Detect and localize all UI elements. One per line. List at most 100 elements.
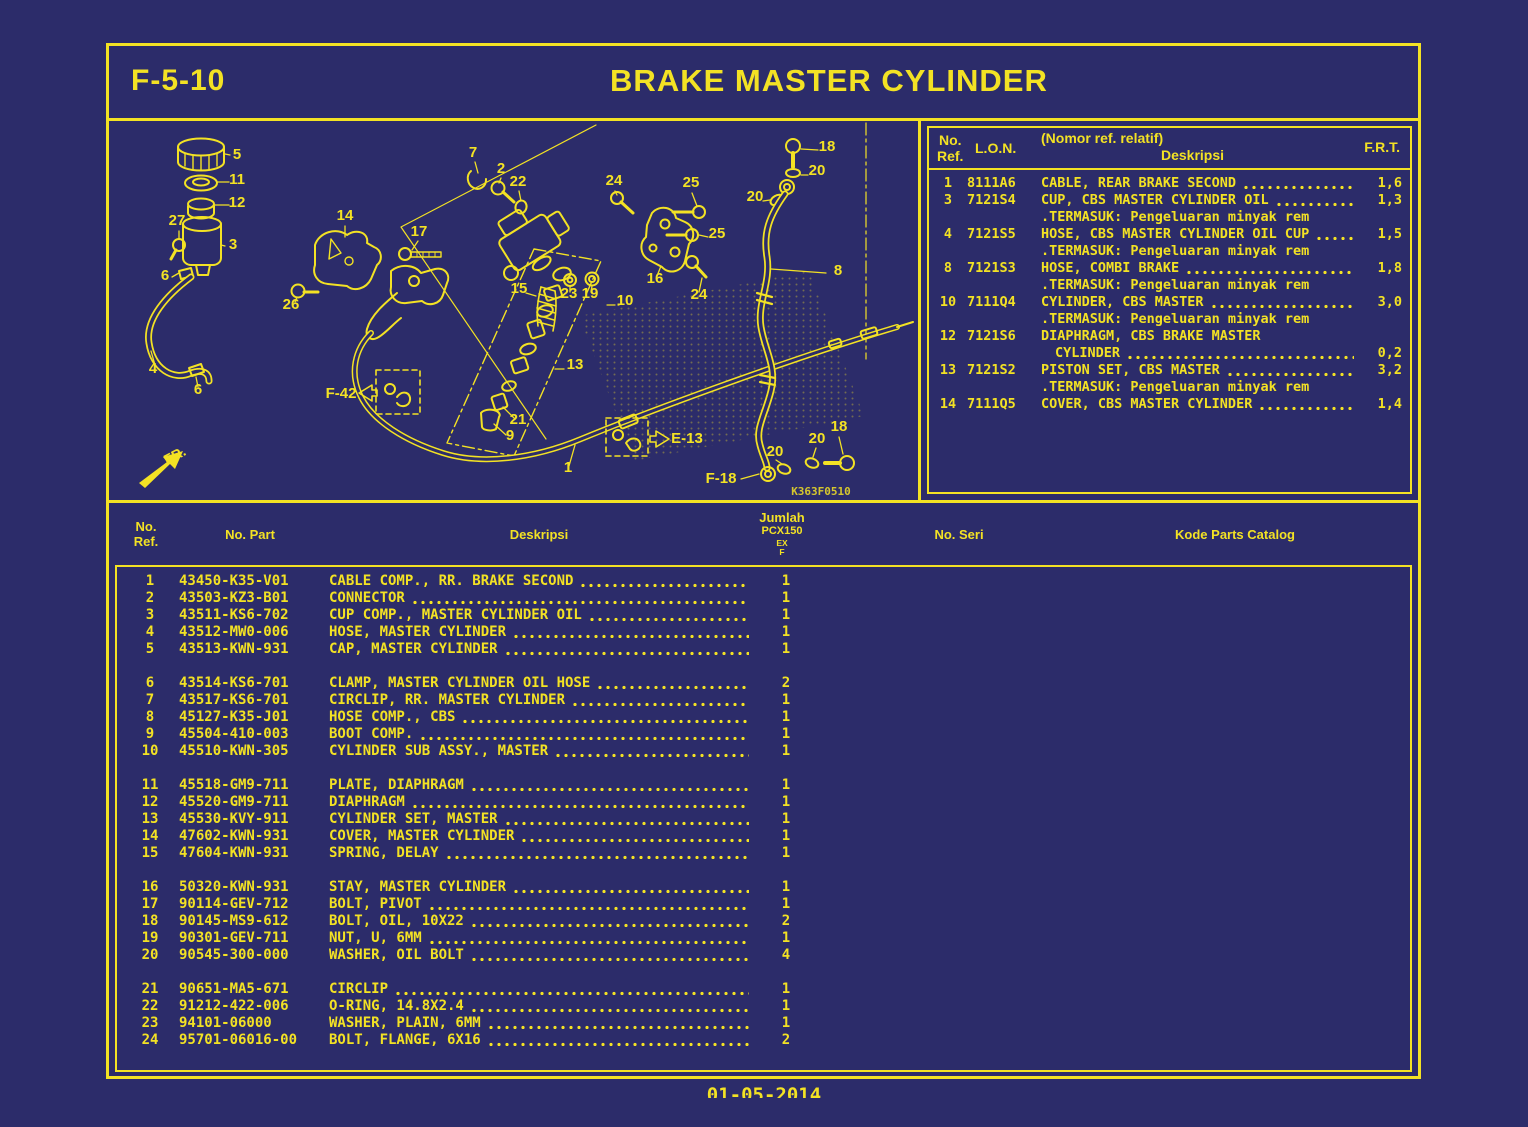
dot-leader — [444, 854, 749, 859]
desc-text: CIRCLIP — [329, 981, 389, 997]
kode-parts — [1111, 811, 1367, 828]
ref-table-row: 4 7121S5 HOSE, CBS MASTER CYLINDER OIL CUP… — [929, 226, 1402, 243]
diagram-callout-23: 23 — [561, 285, 578, 302]
quantity: 1 — [781, 726, 791, 742]
desc-cell: BOLT, FLANGE, 6X16 — [329, 1032, 757, 1049]
diagram-callout-18: 18 — [831, 418, 848, 435]
parts-header-deskripsi: Deskripsi — [509, 526, 569, 542]
kode-parts — [1111, 794, 1367, 811]
quantity: 1 — [781, 930, 791, 946]
kode-parts — [1111, 913, 1367, 930]
dot-leader — [486, 1041, 749, 1046]
kode-parts — [1111, 607, 1367, 624]
dot-leader — [469, 956, 749, 961]
desc-text: WASHER, PLAIN, 6MM — [329, 1015, 481, 1031]
ref-header-ref: Ref. — [937, 148, 964, 164]
diagram-callout-4: 4 — [149, 360, 158, 377]
diagram-callout-13: 13 — [567, 356, 584, 373]
part-number: 43513-KWN-931 — [179, 641, 289, 657]
desc-text: PLATE, DIAPHRAGM — [329, 777, 464, 793]
diagram-callout-20: 20 — [747, 188, 764, 205]
ref-no — [929, 277, 967, 294]
ref-no — [929, 379, 967, 396]
parts-header-seri: No. Seri — [934, 526, 984, 542]
kode-parts — [1111, 692, 1367, 709]
no-seri — [815, 947, 1111, 964]
kode-parts — [1111, 930, 1367, 947]
ref-no — [929, 209, 967, 226]
part-number: 43517-KS6-701 — [179, 692, 289, 708]
diagram-callout-27: 27 — [169, 212, 186, 229]
part-number: 43450-K35-V01 — [179, 573, 289, 589]
lon-code — [967, 311, 1039, 328]
diagram-callout-12: 12 — [229, 194, 246, 211]
part-number: 90114-GEV-712 — [179, 896, 289, 912]
diagram-callout-2: 2 — [497, 160, 505, 177]
quantity: 1 — [781, 1015, 791, 1031]
kode-parts — [1111, 1015, 1367, 1032]
ref-no: 10 — [141, 743, 159, 759]
parts-table-section: No. Ref. No. Part Deskripsi Jumlah PCX15… — [109, 503, 1418, 1076]
kode-parts — [1111, 624, 1367, 641]
no-seri — [815, 913, 1111, 930]
diagram-callout-7: 7 — [469, 144, 477, 161]
no-seri — [815, 845, 1111, 862]
desc-text: CLAMP, MASTER CYLINDER OIL HOSE — [329, 675, 591, 691]
quantity: 1 — [781, 981, 791, 997]
desc-text: DIAPHRAGM — [329, 794, 405, 810]
ref-no: 8 — [145, 709, 155, 725]
no-seri — [815, 573, 1111, 590]
no-seri — [815, 1015, 1111, 1032]
desc-text: BOLT, OIL, 10X22 — [329, 913, 464, 929]
parts-header-ref: No. Ref. — [133, 519, 159, 549]
desc-cell: COVER, MASTER CYLINDER — [329, 828, 757, 845]
lon-code: 7121S5 — [967, 226, 1016, 242]
desc-cell: SPRING, DELAY — [329, 845, 757, 862]
dot-leader — [512, 888, 749, 893]
kode-parts — [1111, 828, 1367, 845]
desc-text: CONNECTOR — [329, 590, 405, 606]
diagram-callout-26: 26 — [283, 296, 300, 313]
diagram-callout-16: 16 — [647, 270, 664, 287]
ref-no: 14 — [939, 396, 957, 412]
quantity: 1 — [781, 692, 791, 708]
ref-no: 4 — [943, 226, 953, 242]
panel-divider — [918, 121, 921, 500]
quantity: 1 — [781, 845, 791, 861]
ref-table-row: .TERMASUK: Pengeluaran minyak rem — [929, 209, 1402, 226]
kode-parts — [1111, 947, 1367, 964]
desc-cell: NUT, U, 6MM — [329, 930, 757, 947]
dot-leader — [579, 582, 749, 587]
ref-no: 10 — [939, 294, 957, 310]
ref-no: 17 — [141, 896, 159, 912]
ref-no — [929, 243, 967, 260]
desc-text: CYLINDER SET, MASTER — [329, 811, 498, 827]
desc-text: BOLT, PIVOT — [329, 896, 422, 912]
frt-value: 3,0 — [1377, 294, 1402, 310]
desc-cell: .TERMASUK: Pengeluaran minyak rem — [1039, 379, 1402, 396]
dot-leader — [410, 599, 749, 604]
quantity: 1 — [781, 811, 791, 827]
dot-leader — [427, 905, 749, 910]
kode-parts — [1111, 777, 1367, 794]
desc-text: WASHER, OIL BOLT — [329, 947, 464, 963]
dot-leader — [419, 735, 749, 740]
desc-text: HOSE, MASTER CYLINDER — [329, 624, 507, 640]
desc-cell: HOSE, MASTER CYLINDER — [329, 624, 757, 641]
kode-parts — [1111, 573, 1367, 590]
